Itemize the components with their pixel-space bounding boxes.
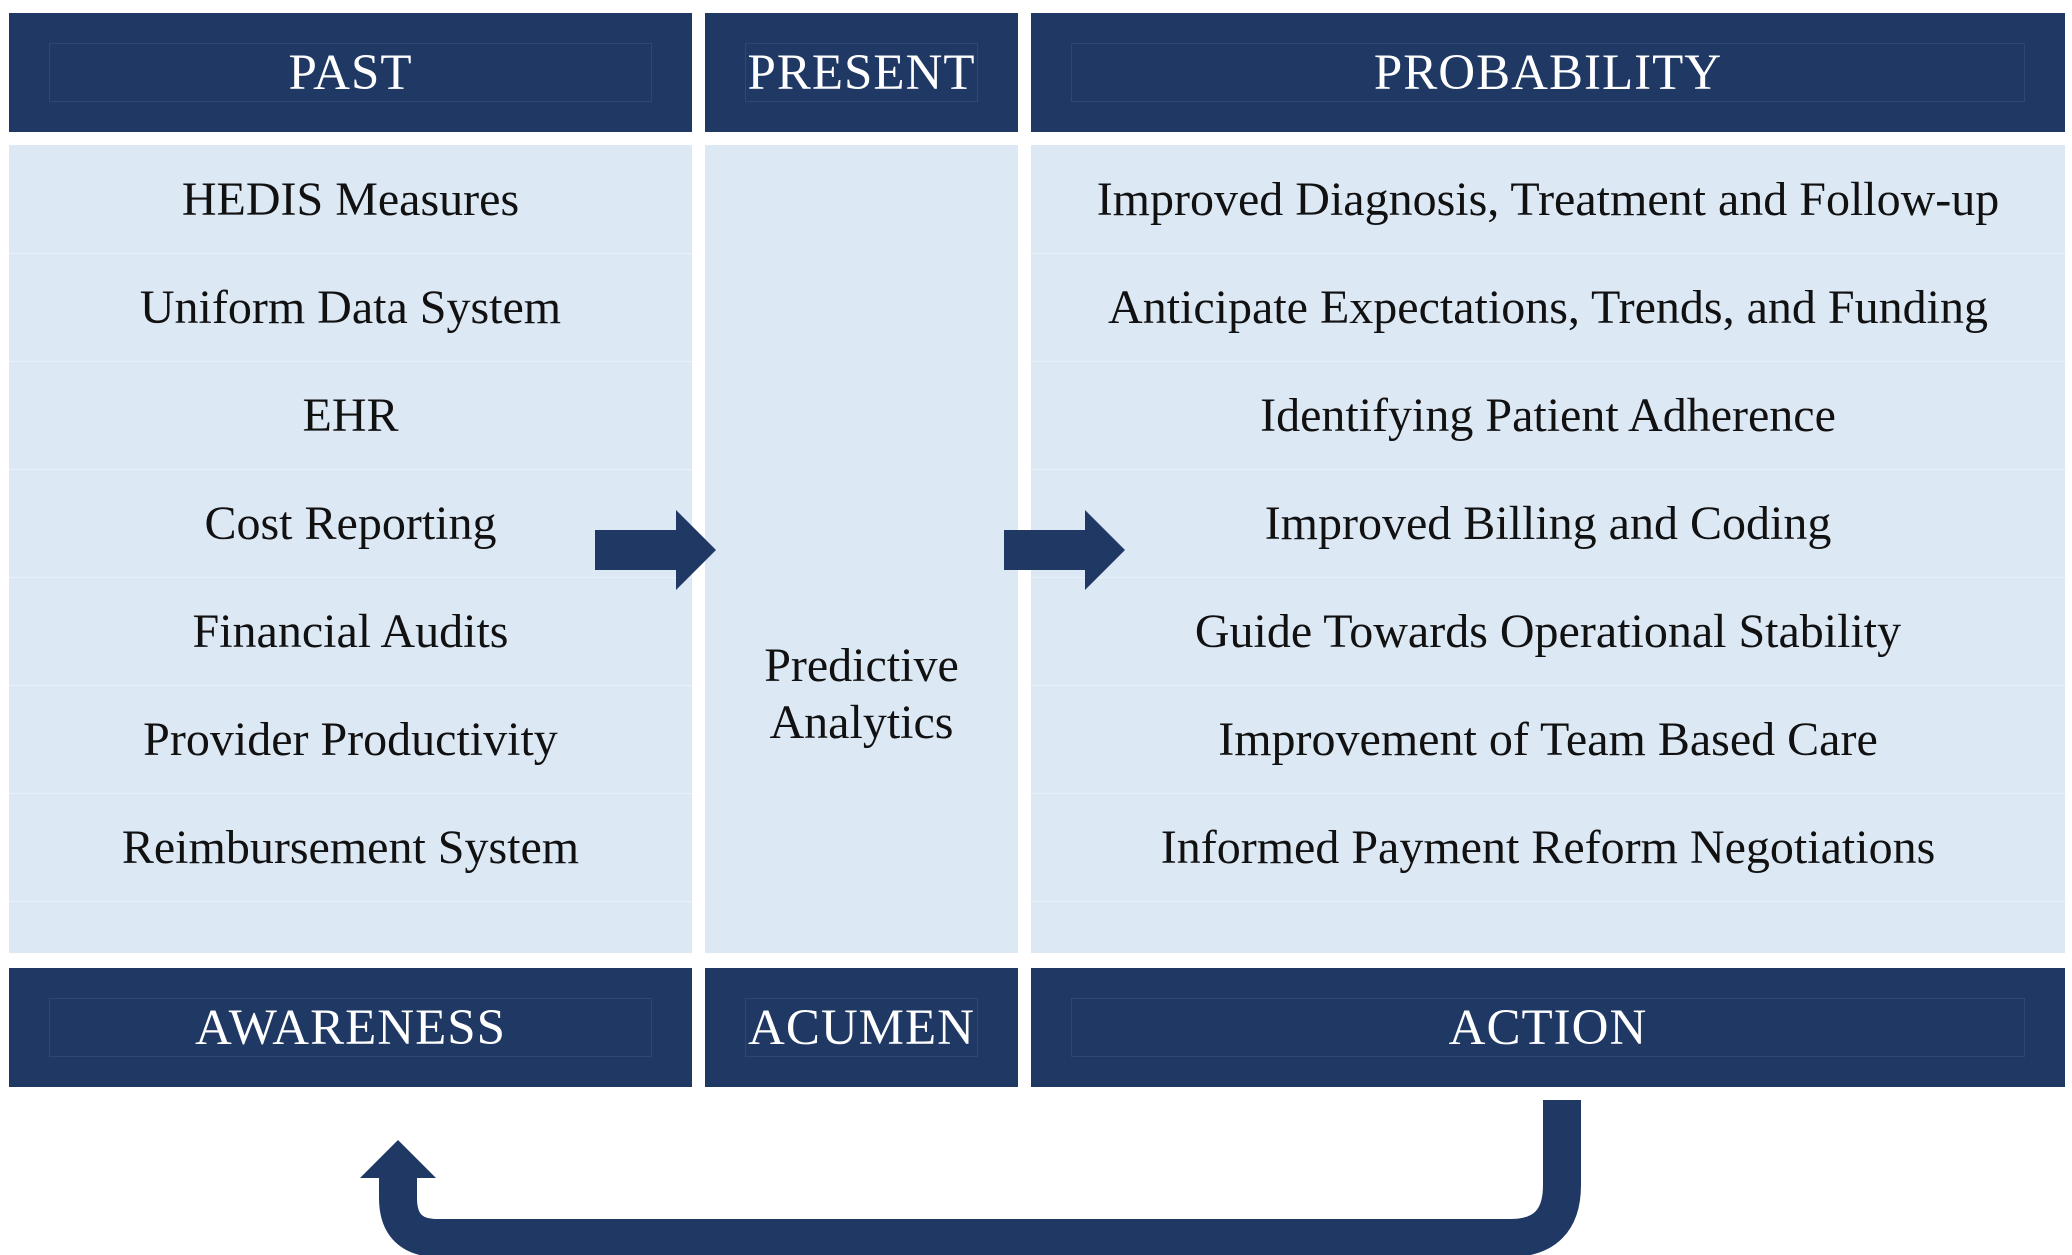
probability-item: Improved Diagnosis, Treatment and Follow… xyxy=(1031,145,2065,254)
present-content-line2: Analytics xyxy=(769,696,954,749)
probability-item: Anticipate Expectations, Trends, and Fun… xyxy=(1031,253,2065,362)
present-header: PRESENT xyxy=(705,13,1018,132)
past-header: PAST xyxy=(9,13,692,132)
present-content-line1: Predictive xyxy=(764,639,959,692)
probability-item: Improvement of Team Based Care xyxy=(1031,685,2065,794)
past-item: Provider Productivity xyxy=(9,685,692,794)
right-arrow-icon xyxy=(595,510,716,590)
past-item: EHR xyxy=(9,361,692,470)
past-body: HEDIS Measures Uniform Data System EHR C… xyxy=(9,145,692,953)
up-arrowhead-icon xyxy=(360,1140,436,1178)
present-body: Predictive Analytics xyxy=(705,145,1018,953)
feedback-loop-arrow-icon xyxy=(379,1100,1581,1255)
past-item: Cost Reporting xyxy=(9,469,692,578)
probability-body: Improved Diagnosis, Treatment and Follow… xyxy=(1031,145,2065,953)
probability-footer: ACTION xyxy=(1031,968,2065,1087)
probability-header: PROBABILITY xyxy=(1031,13,2065,132)
past-item: Financial Audits xyxy=(9,577,692,686)
present-footer: ACUMEN xyxy=(705,968,1018,1087)
probability-item: Improved Billing and Coding xyxy=(1031,469,2065,578)
past-item: Reimbursement System xyxy=(9,793,692,902)
probability-item: Guide Towards Operational Stability xyxy=(1031,577,2065,686)
right-arrow-icon xyxy=(1004,510,1125,590)
probability-item: Identifying Patient Adherence xyxy=(1031,361,2065,470)
probability-item: Informed Payment Reform Negotiations xyxy=(1031,793,2065,902)
past-item: Uniform Data System xyxy=(9,253,692,362)
past-item: HEDIS Measures xyxy=(9,145,692,254)
past-footer: AWARENESS xyxy=(9,968,692,1087)
present-content: Predictive Analytics xyxy=(705,631,1018,757)
